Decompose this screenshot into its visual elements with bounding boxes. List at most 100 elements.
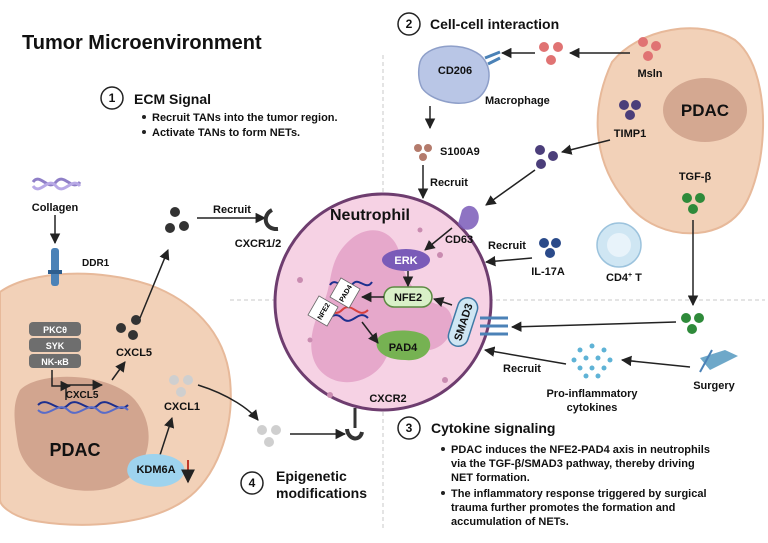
- arrow-il17a-erk: [484, 255, 533, 267]
- section-4-title-line-2: modifications: [276, 485, 367, 501]
- surgery-icon: Surgery: [693, 349, 738, 392]
- tgfb-receptor: [480, 316, 508, 336]
- section-epigenetic: 4 Epigenetic modifications: [240, 468, 367, 501]
- section-cell-cell: 2 Cell-cell interaction: [397, 12, 559, 36]
- cxcr2-receptor: [345, 428, 364, 441]
- arrow-surgery-cytokines: [620, 355, 691, 368]
- section-1-bullet-1: Recruit TANs into the tumor region.: [152, 112, 338, 124]
- cd63-label: CD63: [445, 234, 473, 246]
- cxcl1-dots: CXCL1: [164, 375, 200, 413]
- kdm6a-node: KDM6A: [127, 454, 195, 487]
- section-ecm: 1 ECM Signal Recruit TANs into the tumor…: [100, 86, 338, 139]
- cd4-t-cell: CD4+ T: [596, 222, 642, 284]
- pdac-left-label: PDAC: [49, 440, 100, 460]
- ddr1-receptor: DDR1: [48, 248, 110, 286]
- purple-ligand-dots: [535, 145, 558, 169]
- recruit-mac-label: Recruit: [430, 177, 468, 189]
- pkc-label: PKCθ: [43, 325, 67, 335]
- section-3-bullet-1-line-2: via the TGF-β/SMAD3 pathway, thereby dri…: [451, 458, 695, 470]
- arrow-to-smad3-receptor: [510, 321, 677, 332]
- section-4-title-line-1: Epigenetic: [276, 468, 347, 484]
- arrow-gene-cxcl5: [111, 361, 126, 381]
- msln-dots: Msln: [637, 37, 663, 80]
- pad4-label: PAD4: [389, 342, 418, 354]
- erk-node: ERK: [382, 249, 430, 271]
- msln-label: Msln: [637, 68, 662, 80]
- nfe2-node: NFE2: [383, 286, 433, 308]
- smad3-node: SMAD3: [447, 296, 479, 348]
- ddr1-label: DDR1: [82, 258, 110, 269]
- cytokine-cloud: Pro-inflammatory cytokines: [546, 343, 638, 414]
- nfkb-box: NK-κB: [29, 354, 81, 368]
- section-4-number: 4: [249, 476, 256, 490]
- tgfb-dots: TGF-β: [679, 171, 712, 214]
- arrow-to-cd63: [485, 169, 536, 206]
- cxcl5-secreted-dots: [165, 207, 189, 233]
- pdac-tumor-cell-right: PDAC: [596, 27, 764, 235]
- section-3-bullet-2-line-1: The inflammatory response triggered by s…: [451, 488, 707, 500]
- cd63-receptor: CD63: [445, 205, 479, 246]
- macrophage-cell: CD206 Macrophage: [417, 45, 550, 107]
- dna-nfe2-pad4: NFE2 PAD4: [307, 277, 373, 327]
- pkc-box: PKCθ: [29, 322, 81, 336]
- cxcl5-gene-label: CXCL5: [66, 390, 99, 401]
- kdm6a-label: KDM6A: [136, 464, 175, 476]
- tgfb-ligand-dots: [681, 313, 704, 334]
- syk-label: SYK: [46, 341, 65, 351]
- timp1-dots: TIMP1: [614, 100, 646, 140]
- section-3-bullet-1-line-1: PDAC induces the NFE2-PAD4 axis in neutr…: [451, 444, 710, 456]
- proinfl-label-line-2: cytokines: [567, 402, 618, 414]
- cxcl5-gene: CXCL5: [37, 379, 129, 414]
- section-3-bullet-1-line-3: NET formation.: [451, 472, 530, 484]
- arrow-cd63-erk: [424, 227, 453, 251]
- section-3-title: Cytokine signaling: [431, 420, 555, 436]
- section-1-title: ECM Signal: [134, 91, 211, 107]
- section-1-bullet-2: Activate TANs to form NETs.: [152, 127, 300, 139]
- cxcl1-label: CXCL1: [164, 401, 200, 413]
- section-1-number: 1: [109, 91, 116, 105]
- arrow-cxcl5-up: [139, 249, 170, 319]
- nfkb-label: NK-κB: [41, 357, 69, 367]
- red-ligand-dots: [539, 42, 563, 65]
- recruit-il17-label: Recruit: [488, 240, 526, 252]
- arrow-timp1-out: [560, 139, 611, 155]
- nfe2-label: NFE2: [394, 292, 422, 304]
- arrow-kdm6a-cxcl1: [159, 417, 175, 456]
- erk-label: ERK: [394, 255, 417, 267]
- pdac-right-label: PDAC: [681, 101, 729, 120]
- pad4-node: PAD4: [376, 330, 431, 361]
- section-2-title: Cell-cell interaction: [430, 16, 559, 32]
- cxcl5-label: CXCL5: [116, 347, 152, 359]
- cxcr12-receptor: [263, 208, 279, 231]
- arrow-smad3-to-nfe2: [433, 297, 453, 307]
- cd4t-label: CD4+ T: [606, 272, 642, 284]
- syk-box: SYK: [29, 338, 81, 352]
- s100a9-label: S100A9: [440, 146, 480, 158]
- arrow-dna-to-pad4: [361, 321, 379, 344]
- s100a9-dots: S100A9: [414, 144, 480, 161]
- cxcl5-dots: CXCL5: [116, 315, 152, 359]
- cxcl1-secreted-dots: [257, 425, 281, 447]
- surgery-label: Surgery: [693, 380, 735, 392]
- section-1-badge: [100, 86, 124, 110]
- il17a-dots: IL-17A: [531, 238, 565, 278]
- section-3-bullet-2-line-2: trauma further promotes the formation an…: [451, 502, 675, 514]
- neutrophil-label: Neutrophil: [330, 207, 410, 224]
- arrow-nfkb-gene: [51, 370, 72, 392]
- cxcr2-label: CXCR2: [369, 393, 406, 405]
- arrow-cytokines-neutrophil: [483, 346, 567, 365]
- cd206-label: CD206: [438, 65, 472, 77]
- il17a-label: IL-17A: [531, 266, 565, 278]
- tgfb-label: TGF-β: [679, 171, 712, 183]
- cxcr12-label: CXCR1/2: [235, 238, 281, 250]
- proinfl-label-line-1: Pro-inflammatory: [546, 388, 638, 400]
- collagen-fiber: Collagen: [31, 177, 82, 214]
- macrophage-label: Macrophage: [485, 95, 550, 107]
- pdac-right-nucleus: [663, 78, 747, 142]
- collagen-label: Collagen: [32, 202, 79, 214]
- section-cytokine: 3 Cytokine signaling PDAC induces the NF…: [397, 416, 710, 528]
- recruit-cxcr12-label: Recruit: [213, 204, 251, 216]
- recruit-infl-label: Recruit: [503, 363, 541, 375]
